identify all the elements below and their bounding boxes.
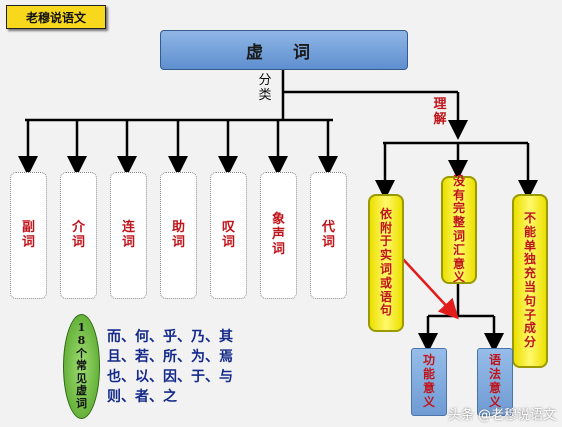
common-words-line-3: 也、以、因、于、与 <box>107 369 233 385</box>
trait-no-lexical: 没有完整词汇意义 <box>441 174 477 284</box>
common-words-line-1: 而、何、乎、乃、其 <box>107 329 233 345</box>
common-words-line-4: 则、者、之 <box>107 389 177 405</box>
edge-label-understand: 理解 <box>433 97 447 127</box>
meaning-grammar: 语法意义 <box>477 348 513 416</box>
watermark: 头条 @老穆说语文 <box>447 408 556 423</box>
category-tanci: 叹词 <box>210 172 247 299</box>
root-node: 虚 词 <box>160 30 408 70</box>
trait-not-standalone: 不能单独充当句子成分 <box>512 194 548 368</box>
edge-label-classify: 分类 <box>258 73 272 103</box>
category-zhuci: 助词 <box>160 172 197 299</box>
red-link-arrow <box>401 257 459 320</box>
brand-badge: 老穆说语文 <box>6 5 106 29</box>
category-lianci: 连词 <box>110 172 147 299</box>
common-words-line-2: 且、若、所、为、焉 <box>107 349 233 365</box>
meaning-function: 功能意义 <box>411 348 447 416</box>
category-daici: 代词 <box>310 172 347 299</box>
category-xiangshengci: 象声词 <box>260 172 297 299</box>
category-fuci: 副词 <box>10 172 47 299</box>
trait-attach: 依附于实词或语句 <box>368 194 404 332</box>
category-jieci: 介词 <box>60 172 97 299</box>
